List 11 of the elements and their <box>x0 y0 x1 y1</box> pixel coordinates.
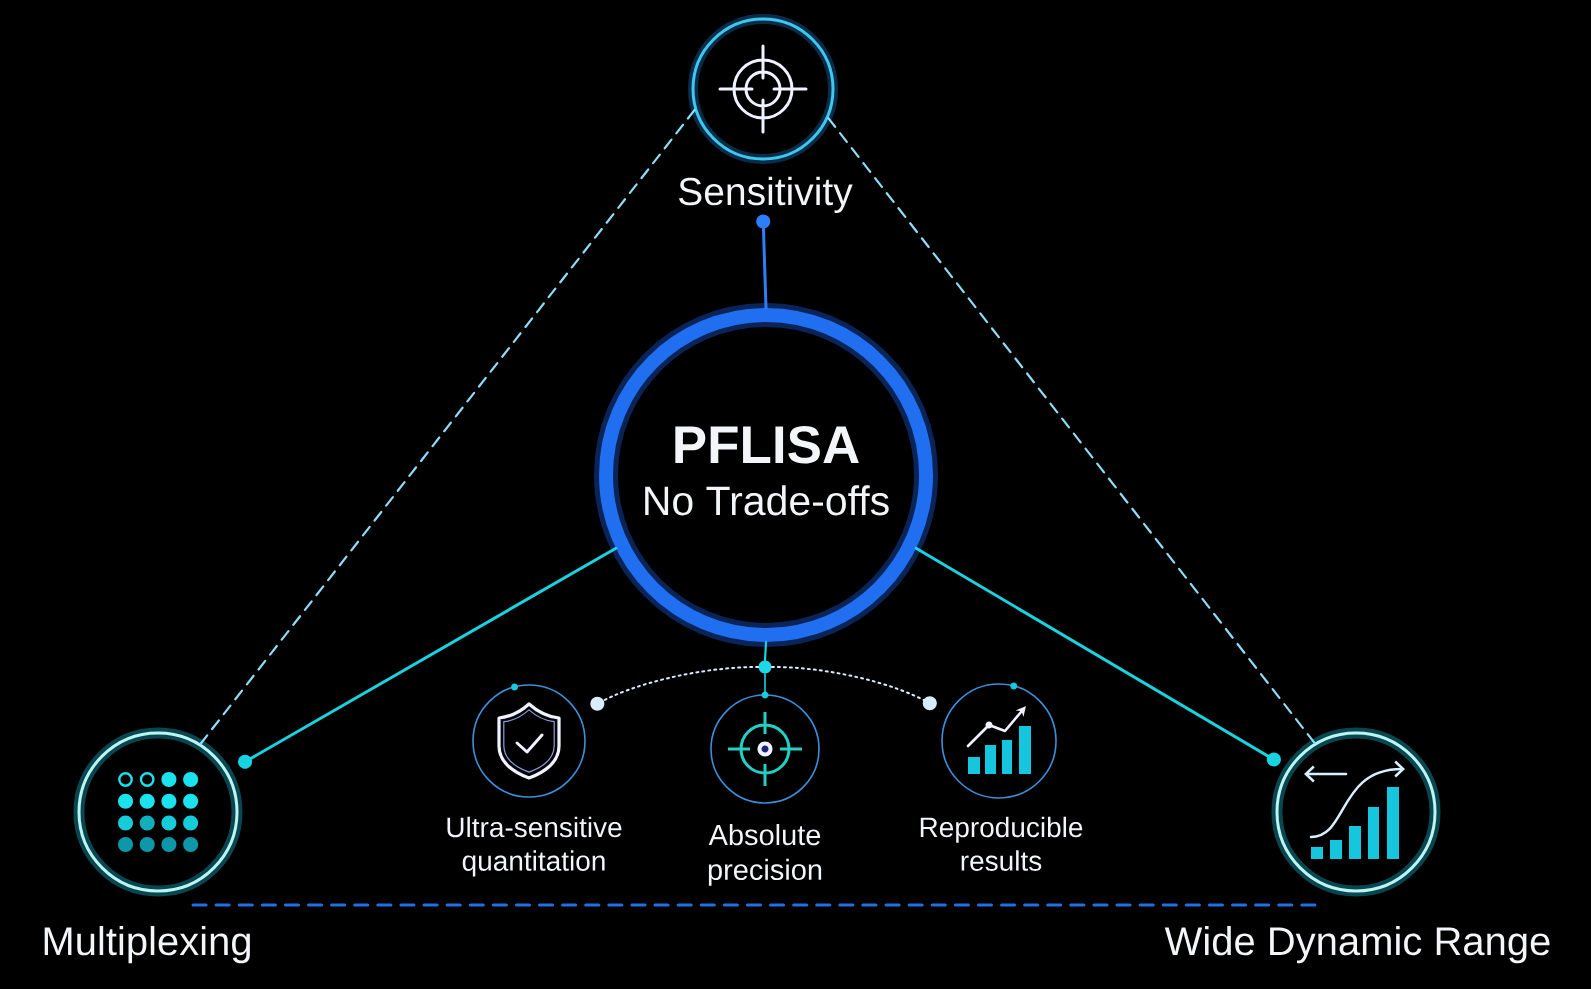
dashed-line <box>191 903 1317 907</box>
connector-line <box>763 640 768 662</box>
node-label: Absolute precision <box>708 824 822 886</box>
node-label: Multiplexing <box>44 926 250 964</box>
node-label: Wide Dynamic Range <box>1164 926 1550 964</box>
dashed-line <box>199 108 696 745</box>
dashed-line <box>827 116 1316 745</box>
node-label: Reproducible results <box>920 816 1083 871</box>
node-label: Sensitivity <box>679 176 853 214</box>
node-label: Ultra-sensitive quantitation <box>447 816 622 877</box>
connector-line <box>764 673 766 695</box>
